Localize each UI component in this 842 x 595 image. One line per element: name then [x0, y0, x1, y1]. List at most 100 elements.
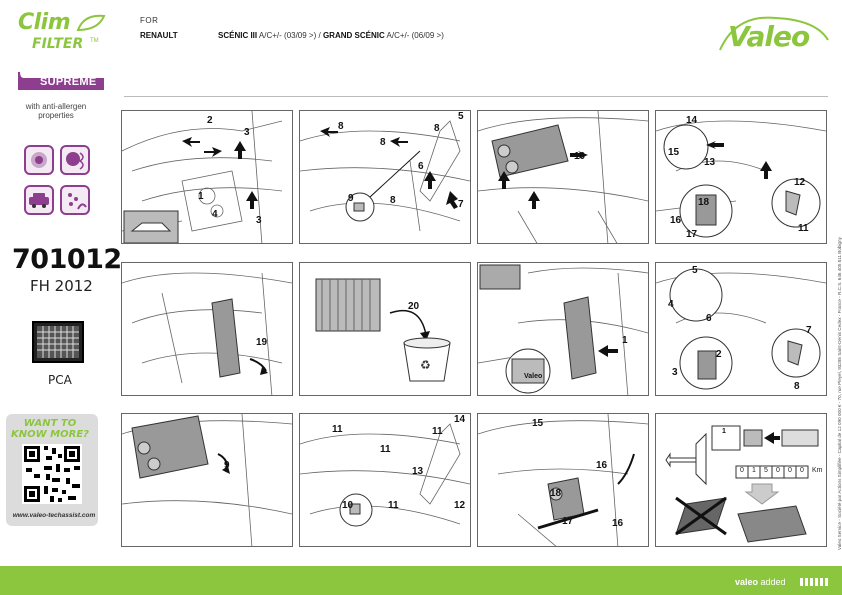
reference-number: FH 2012 — [30, 277, 93, 295]
qr-code[interactable] — [22, 444, 82, 504]
callout-number: 17 — [686, 229, 698, 240]
step-panel-3: 10 — [477, 110, 649, 244]
illustration-refit-console — [656, 268, 826, 390]
illustration-glovebox-refit — [122, 414, 292, 546]
step-panel-10: 11 11 11 14 13 10 11 12 — [299, 413, 471, 547]
supreme-banner — [18, 72, 104, 90]
callout-number: 16 — [612, 518, 624, 529]
callout-number: 8 — [390, 195, 396, 206]
footer-valeo: valeo — [735, 577, 759, 587]
know-more-line1: WANT TO — [23, 418, 77, 429]
callout-number: 9 — [348, 193, 354, 204]
callout-number: 6 — [418, 161, 424, 172]
counter-digit: 1 — [752, 467, 756, 474]
know-more-heading: WANT TO KNOW MORE? — [10, 418, 90, 440]
car-icon — [24, 185, 54, 215]
counter-digit: 0 — [776, 467, 780, 474]
illustration-trim-removal — [300, 120, 470, 232]
callout-number: 2 — [207, 115, 213, 126]
callout-number: 10 — [574, 151, 586, 162]
odour-icon — [60, 185, 90, 215]
illustration-filter-insert — [478, 264, 648, 395]
illustration-maintenance-reminder — [665, 425, 819, 543]
callout-number: 12 — [454, 500, 466, 511]
callout-number: 4 — [668, 299, 674, 310]
callout-number: 11 — [380, 444, 391, 455]
counter-digit: 0 — [740, 467, 744, 474]
callout-number: 2 — [716, 349, 722, 360]
callout-number: 3 — [244, 127, 250, 138]
callout-number: 8 — [794, 381, 800, 392]
techassist-url[interactable]: www.valeo-techassist.com — [12, 512, 96, 519]
logo-clim-text: Clim — [18, 10, 71, 35]
allergen-head-icon — [60, 145, 90, 175]
callout-number: 10 — [342, 500, 354, 511]
counter-digit: 0 — [800, 467, 804, 474]
footer-bar — [0, 566, 842, 595]
callout-number: 5 — [692, 265, 698, 276]
anti-allergen-tagline: with anti-allergen properties — [25, 102, 87, 120]
footer-added: added — [760, 577, 786, 587]
illustration-trim-refit — [300, 423, 470, 527]
model1-name: SCÉNIC III — [218, 31, 258, 40]
footer-bars-icon — [800, 578, 828, 586]
callout-number: 1 — [622, 335, 628, 346]
callout-number: 15 — [532, 418, 544, 429]
callout-number: 7 — [806, 325, 812, 336]
callout-number: 11 — [798, 223, 809, 234]
step-panel-12: 0 1 5 0 0 0 Km 1 — [655, 413, 827, 547]
callout-number: 3 — [672, 367, 678, 378]
step-panel-7: 1 Valeo — [477, 262, 649, 396]
step-panel-1: 2 3 1 4 3 — [121, 110, 293, 244]
callout-number: 8 — [338, 121, 344, 132]
callout-number: 18 — [550, 488, 562, 499]
legal-text: Valeo Service - Société par Actions Simp… — [837, 237, 842, 550]
vehicle-models: SCÉNIC III A/C+/- (03/09 >) / GRAND SCÉN… — [218, 31, 444, 40]
callout-number: 16 — [596, 460, 608, 471]
logo-supreme-text: SUPREME — [40, 76, 97, 88]
vehicle-make: RENAULT — [140, 31, 178, 40]
header-divider — [124, 96, 828, 97]
for-label: FOR — [140, 16, 159, 25]
step-panel-11: 15 16 18 17 16 — [477, 413, 649, 547]
callout-number: 1 — [198, 191, 204, 202]
callout-number: 9 — [224, 460, 230, 471]
step-panel-2: 8 8 8 5 6 9 8 7 — [299, 110, 471, 244]
callout-number: 8 — [434, 123, 440, 134]
callout-number: 6 — [706, 313, 712, 324]
valeo-wordmark: Valeo — [728, 20, 810, 53]
illustration-dashboard-refit — [478, 414, 648, 546]
footer-brand: valeo added — [735, 577, 786, 587]
filter-label-valeo: Valeo — [524, 373, 543, 380]
counter-digit: 0 — [788, 467, 792, 474]
pollen-icon — [24, 145, 54, 175]
callout-number: 19 — [256, 337, 268, 348]
counter-unit: Km — [812, 467, 823, 474]
illustration-filter-access — [122, 272, 292, 395]
step-panel-6: ♻ 20 — [299, 262, 471, 396]
climfilter-logo: Clim FILTER TM SUPREME — [18, 10, 106, 102]
step-panel-5: 19 — [121, 262, 293, 396]
callout-number: 7 — [458, 199, 464, 210]
model2-spec: A/C+/- (06/09 >) — [386, 31, 444, 40]
callout-number: 5 — [458, 111, 464, 122]
valeo-logo: Valeo — [716, 10, 832, 60]
callout-number: 18 — [698, 197, 710, 208]
illustration-console-panel — [656, 120, 826, 238]
callout-number: 14 — [454, 414, 466, 425]
legal-side-text: Valeo Service - Société par Actions Simp… — [829, 110, 842, 550]
counter-digit: 5 — [764, 467, 768, 474]
callout-number: 11 — [432, 426, 443, 437]
model1-spec: A/C+/- (03/09 >) / — [258, 31, 321, 40]
logo-filter-text: FILTER — [32, 36, 84, 52]
logo-tm: TM — [90, 38, 99, 44]
callout-number: 12 — [794, 177, 806, 188]
callout-number: 13 — [412, 466, 424, 477]
filter-type-label: PCA — [48, 373, 72, 387]
callout-number: 13 — [704, 157, 716, 168]
illustration-dashboard-removal — [122, 111, 283, 243]
filter-product-image — [32, 321, 84, 363]
step-panel-9: 9 — [121, 413, 293, 547]
illustration-glovebox-removal — [478, 111, 648, 243]
svg-text:♻: ♻ — [420, 358, 431, 372]
